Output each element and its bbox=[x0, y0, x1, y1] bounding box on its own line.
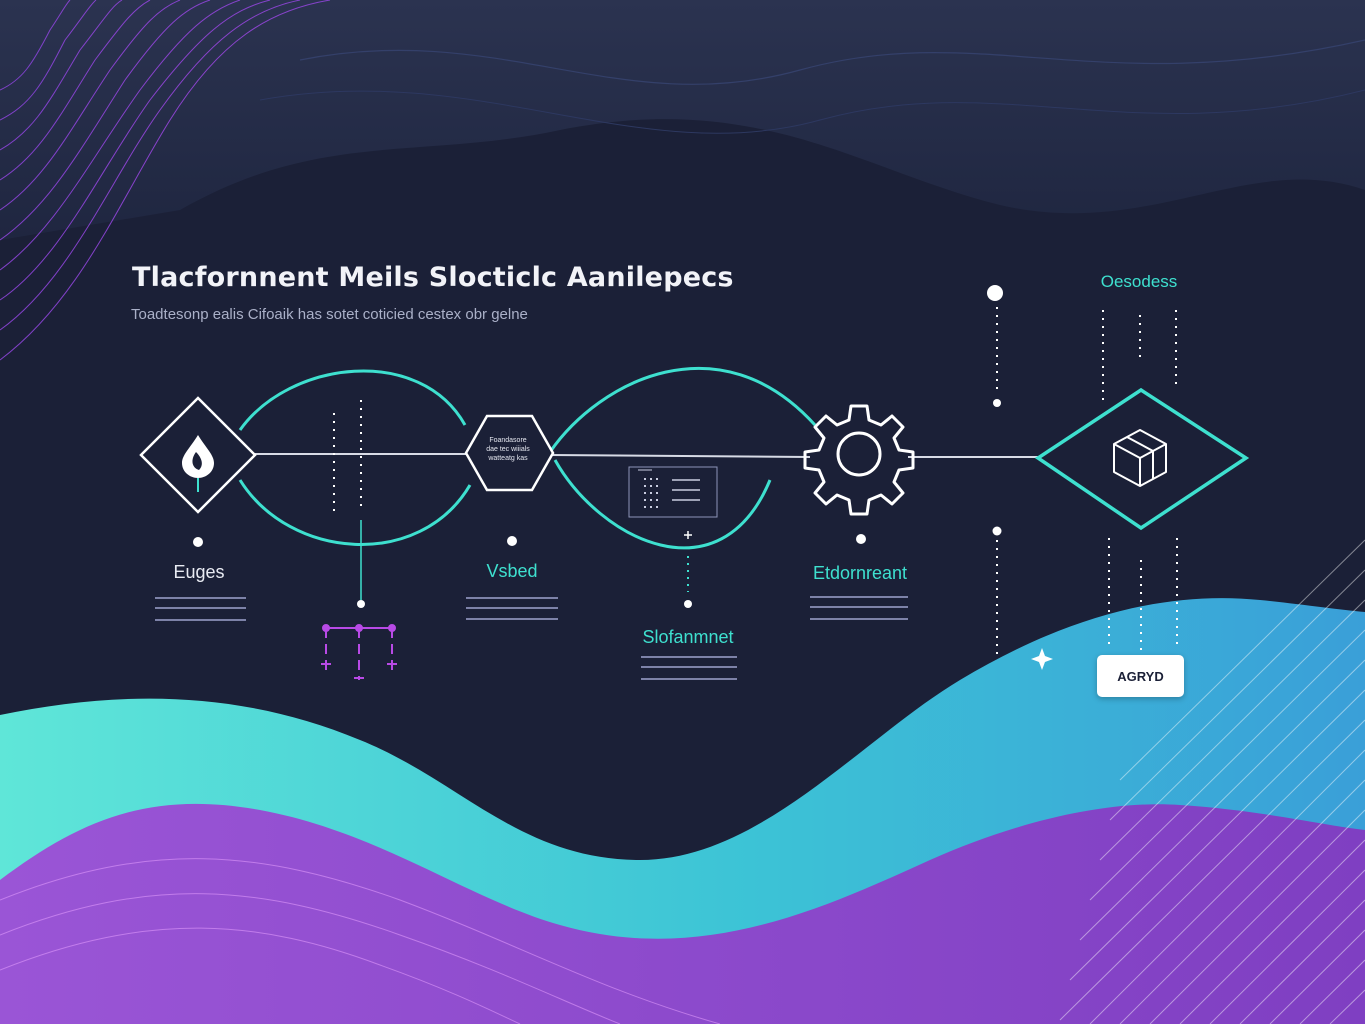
gear-icon bbox=[803, 404, 915, 516]
sparkle-icon bbox=[1031, 648, 1053, 670]
page-title: Tlacfornnent Meils Slocticlc Aanilepecs bbox=[132, 262, 734, 293]
cube-node bbox=[1034, 387, 1250, 531]
cube-icon bbox=[1113, 429, 1167, 487]
step-label-5: Oesodess bbox=[1100, 272, 1178, 291]
wave-connector bbox=[238, 369, 467, 431]
page-subtitle: Toadtesonp ealis Cifoaik has sotet cotic… bbox=[131, 306, 528, 323]
list-card-icon bbox=[628, 466, 718, 518]
step-label-1: Euges bbox=[173, 562, 225, 582]
step-label-3: Slofanmnet bbox=[642, 627, 734, 647]
step-label-4: Etdornreant bbox=[812, 563, 908, 583]
droplet-node bbox=[139, 396, 257, 514]
status-badge[interactable]: AGRYD bbox=[1097, 655, 1184, 697]
hexagon-node-text: Foandasore dae tec wiiials watteatg kas bbox=[486, 437, 530, 462]
hexagon-node bbox=[464, 414, 555, 492]
step-label-2: Vsbed bbox=[486, 561, 538, 581]
